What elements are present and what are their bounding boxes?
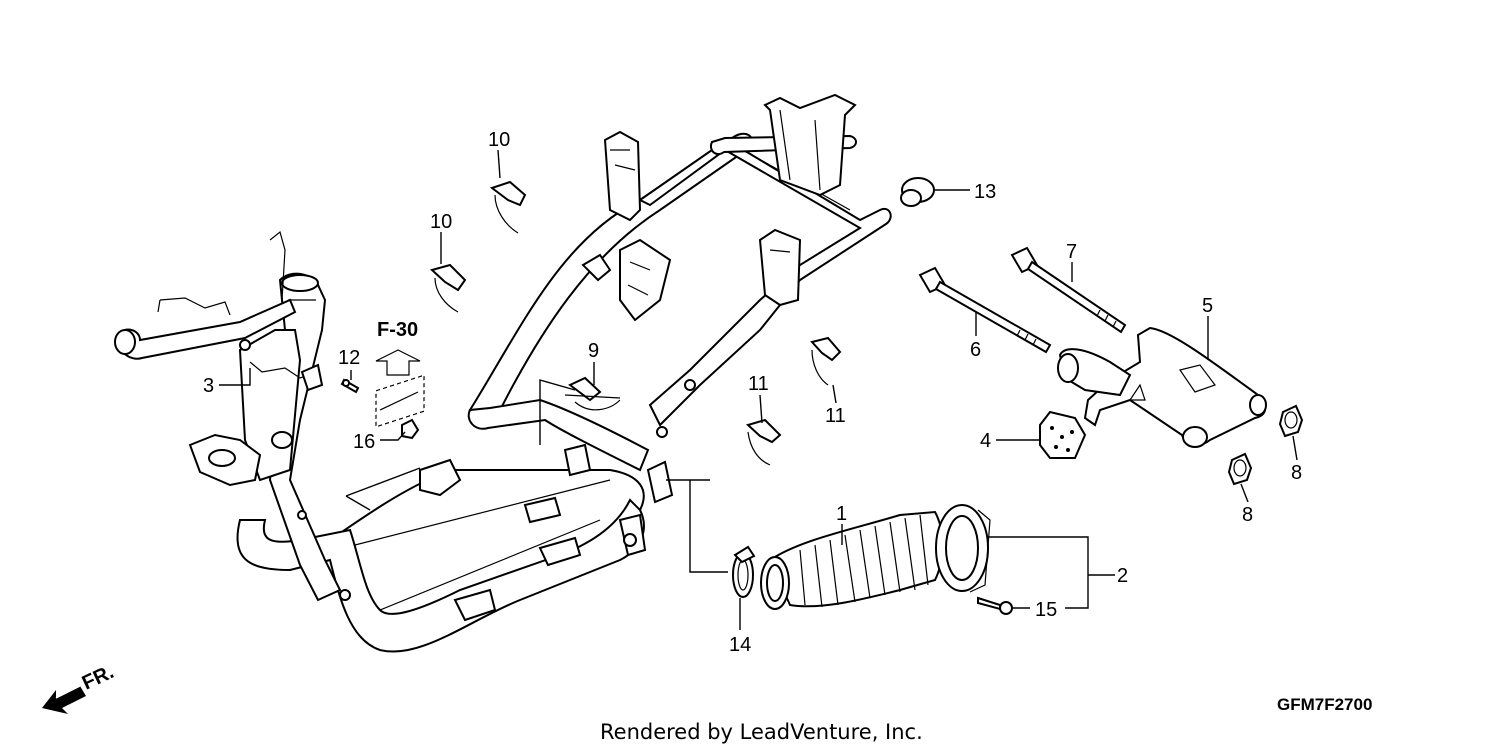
callout-3[interactable]: 3 (203, 375, 214, 397)
callout-13[interactable]: 13 (974, 181, 996, 203)
callout-5[interactable]: 5 (1202, 295, 1213, 317)
callout-8-right[interactable]: 8 (1291, 462, 1302, 484)
bolt-part-7[interactable] (1010, 246, 1127, 334)
duct-band-part-2[interactable] (935, 504, 991, 593)
stay-part-3[interactable] (249, 361, 324, 392)
reference-f30 (375, 349, 425, 428)
screw-part-15[interactable] (977, 596, 1013, 615)
nut-part-8-b[interactable] (1227, 452, 1253, 486)
callout-7[interactable]: 7 (1066, 241, 1077, 263)
callout-6[interactable]: 6 (970, 339, 981, 361)
front-marker-text: FR. (79, 661, 117, 695)
harness-band-part-10-b[interactable] (430, 263, 467, 313)
clamp-part-14[interactable] (732, 545, 756, 598)
bolt-part-6[interactable] (918, 266, 1052, 354)
nut-part-8-a[interactable] (1278, 404, 1304, 438)
diagram-code: GFM7F2700 (1277, 695, 1372, 714)
harness-band-part-10-a[interactable] (489, 180, 527, 234)
callout-16[interactable]: 16 (353, 431, 375, 453)
callout-9[interactable]: 9 (588, 340, 599, 362)
callout-4[interactable]: 4 (980, 430, 991, 452)
callout-10-lower[interactable]: 10 (430, 211, 452, 233)
callout-2[interactable]: 2 (1117, 565, 1128, 587)
frame-body[interactable] (114, 93, 892, 653)
harness-band-part-11-b[interactable] (810, 336, 842, 386)
engine-hanger-link-part-5[interactable] (1057, 326, 1267, 448)
stopper-rubber-part-4[interactable] (1039, 410, 1087, 459)
grommet-part-13[interactable] (900, 177, 935, 207)
air-duct-part-1[interactable] (760, 510, 944, 610)
callout-11-left[interactable]: 11 (748, 373, 769, 395)
clip-part-9[interactable] (564, 376, 621, 411)
front-direction-arrow (42, 685, 86, 714)
footer-credit: Rendered by LeadVenture, Inc. (600, 720, 923, 744)
callout-12[interactable]: 12 (338, 347, 360, 369)
leader-lines (219, 149, 1298, 630)
callout-15[interactable]: 15 (1035, 599, 1057, 621)
callout-10-upper[interactable]: 10 (488, 129, 510, 151)
reference-label[interactable]: F-30 (377, 319, 418, 341)
callout-14[interactable]: 14 (729, 634, 751, 656)
callout-11-right[interactable]: 11 (825, 405, 846, 427)
callout-8-lower[interactable]: 8 (1242, 504, 1253, 526)
harness-band-part-11-a[interactable] (746, 418, 782, 466)
nut-part-16[interactable] (401, 418, 420, 440)
screw-part-12[interactable] (340, 378, 360, 394)
callout-1[interactable]: 1 (836, 503, 847, 525)
